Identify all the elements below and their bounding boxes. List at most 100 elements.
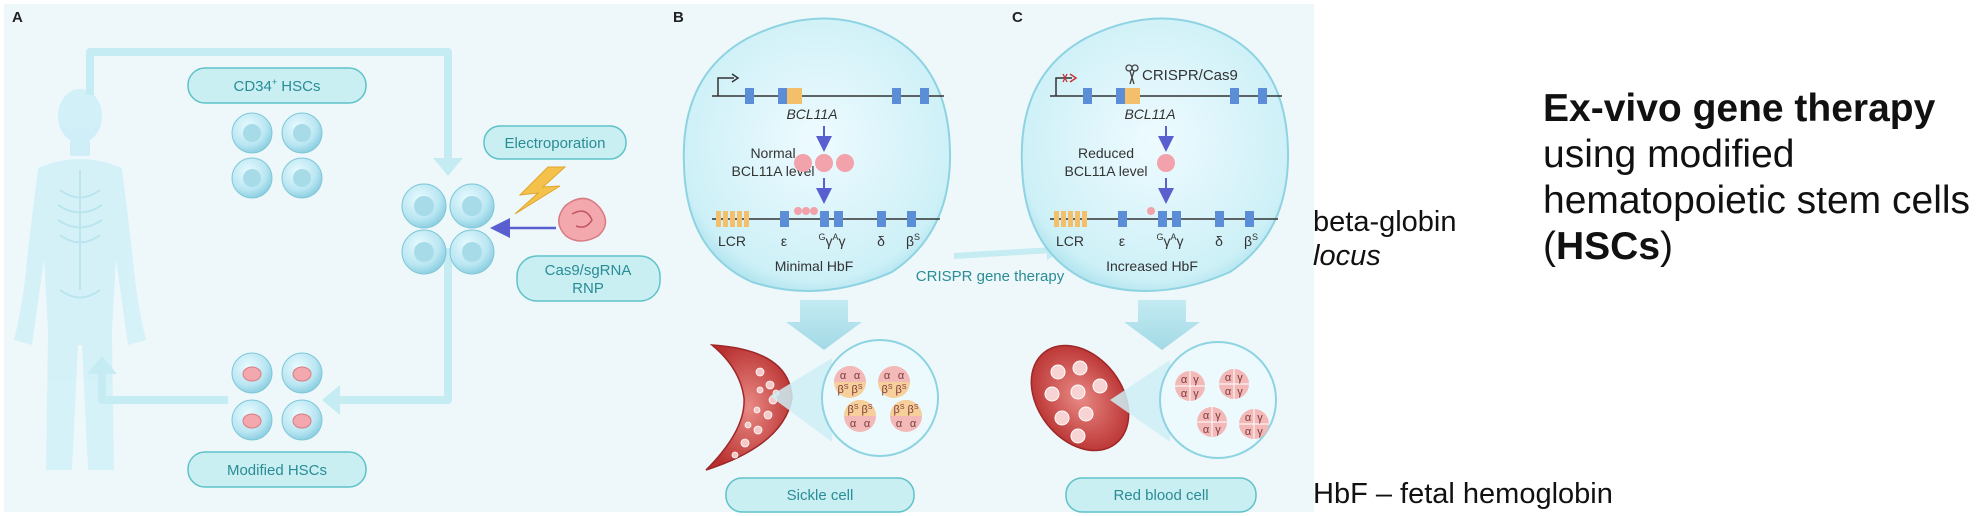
svg-text:γ: γ <box>1215 424 1221 436</box>
sickle-cell-pill <box>725 477 915 513</box>
panel-c-beta-label: βS <box>1244 232 1258 249</box>
panel-c-globin-locus <box>1050 207 1278 227</box>
hbf-definition-note: HbF – fetal hemoglobin <box>1313 478 1613 510</box>
panel-b-globin-locus <box>712 207 940 227</box>
panel-b-gamma-label: GγAγ <box>818 232 845 249</box>
panel-c-result-label: Increased HbF <box>1106 258 1198 274</box>
svg-text:γ: γ <box>1215 410 1221 422</box>
svg-text:βS: βS <box>882 384 893 396</box>
panel-b-delta-label: δ <box>877 233 885 249</box>
panel-b-funnel-arrow <box>786 300 862 350</box>
panel-b-level-line1: Normal <box>750 145 795 161</box>
svg-text:α: α <box>1245 412 1252 424</box>
svg-text:α: α <box>840 370 847 382</box>
panel-c-level-line1: Reduced <box>1078 145 1134 161</box>
lightning-icon <box>514 166 567 215</box>
svg-text:α: α <box>898 370 905 382</box>
crispr-therapy-label: CRISPR gene therapy <box>916 268 1065 285</box>
beta-globin-locus-note: beta-globin locus <box>1313 205 1457 273</box>
svg-text:α: α <box>1225 386 1232 398</box>
panel-b-result-label: Minimal HbF <box>775 258 854 274</box>
svg-text:α: α <box>1245 426 1252 438</box>
panel-c-epsilon-label: ε <box>1119 233 1125 249</box>
svg-text:βS: βS <box>862 404 873 416</box>
svg-text:γ: γ <box>1257 426 1263 438</box>
slide-title-block: Ex-vivo gene therapy using modified hema… <box>1543 86 1970 270</box>
panel-c-crispr-cas9-label: CRISPR/Cas9 <box>1142 67 1238 84</box>
panel-b-gene-track <box>712 73 944 104</box>
panel-b-bcl11a-proteins <box>794 154 854 172</box>
panel-a-letter: A <box>12 9 23 26</box>
panel-b-bcl11a-label: BCL11A <box>786 106 837 122</box>
panel-c-bcl11a-protein <box>1157 154 1175 172</box>
scissors-icon <box>1125 64 1139 85</box>
panel-c-letter: C <box>1012 9 1023 26</box>
panel-c-funnel-arrow <box>1124 300 1200 350</box>
cas9-rnp-icon <box>558 197 607 242</box>
panel-b-beta-label: βS <box>906 232 920 249</box>
locus-note-line1: beta-globin <box>1313 206 1457 238</box>
sickle-cell-label: Sickle cell <box>787 487 854 504</box>
panel-b-cell-membrane <box>682 17 952 292</box>
svg-text:βS: βS <box>896 384 907 396</box>
svg-text:γ: γ <box>1193 388 1199 400</box>
svg-text:α: α <box>1203 410 1210 422</box>
flow-arrow-return-head <box>87 356 117 374</box>
svg-text:βS: βS <box>838 384 849 396</box>
flow-arrow-bottom-head <box>322 385 340 415</box>
panel-b-level-line2: BCL11A level <box>731 163 814 179</box>
panel-c-bcl11a-label: BCL11A <box>1124 106 1175 122</box>
svg-text:α: α <box>864 418 871 430</box>
cd34-stem-cells <box>231 112 323 199</box>
panel-b-epsilon-label: ε <box>781 233 787 249</box>
panel-c-cell-membrane <box>1020 17 1290 292</box>
panel-c-gamma-label: GγAγ <box>1156 232 1183 249</box>
sickle-zoom-circle <box>821 339 939 457</box>
panel-c-gene-track <box>1050 73 1282 104</box>
red-blood-cell-illustration <box>1030 344 1130 452</box>
svg-text:βS: βS <box>852 384 863 396</box>
rnp-label: RNP <box>572 280 604 297</box>
red-blood-cell-label: Red blood cell <box>1113 487 1208 504</box>
svg-text:βS: βS <box>894 404 905 416</box>
svg-text:α: α <box>1225 372 1232 384</box>
panel-c-bcl11a-gene-box <box>1125 88 1140 104</box>
crispr-therapy-arrow-shaft <box>953 247 1053 259</box>
modified-stem-cells <box>231 352 323 441</box>
slide-title-bold: Ex-vivo gene therapy <box>1543 87 1936 130</box>
electroporation-label: Electroporation <box>505 135 606 152</box>
panel-b-lcr-label: LCR <box>718 233 746 249</box>
svg-text:α: α <box>850 418 857 430</box>
electroporated-stem-cells <box>401 183 495 275</box>
svg-text:α: α <box>896 418 903 430</box>
svg-text:γ: γ <box>1193 374 1199 386</box>
svg-text:α: α <box>910 418 917 430</box>
svg-text:α: α <box>884 370 891 382</box>
cd34-hscs-pill <box>187 67 367 104</box>
svg-text:α: α <box>1181 374 1188 386</box>
panel-c-delta-label: δ <box>1215 233 1223 249</box>
cd34-hscs-label: CD34+ HSCs <box>234 77 321 95</box>
flow-arrow-bottom <box>338 248 452 404</box>
svg-text:βS: βS <box>908 404 919 416</box>
svg-text:α: α <box>854 370 861 382</box>
panel-c-level-line2: BCL11A level <box>1064 163 1147 179</box>
panel-c-lcr-label: LCR <box>1056 233 1084 249</box>
flow-arrow-top-head <box>433 158 463 176</box>
human-body-illustration <box>14 89 146 470</box>
cas9-sgrna-rnp-pill <box>516 255 661 302</box>
svg-text:α: α <box>1203 424 1210 436</box>
flow-arrow-top <box>86 48 452 160</box>
slide-title-line4: (HSCs) <box>1543 225 1674 268</box>
svg-text:γ: γ <box>1237 372 1243 384</box>
panel-b-bcl11a-gene-box <box>787 88 802 104</box>
modified-hscs-pill <box>187 451 367 488</box>
rbc-zoom-circle <box>1159 341 1277 459</box>
svg-text:βS: βS <box>848 404 859 416</box>
panel-b-letter: B <box>673 9 684 26</box>
locus-note-line2: locus <box>1313 240 1381 272</box>
sickle-zoom-cone <box>770 358 832 442</box>
